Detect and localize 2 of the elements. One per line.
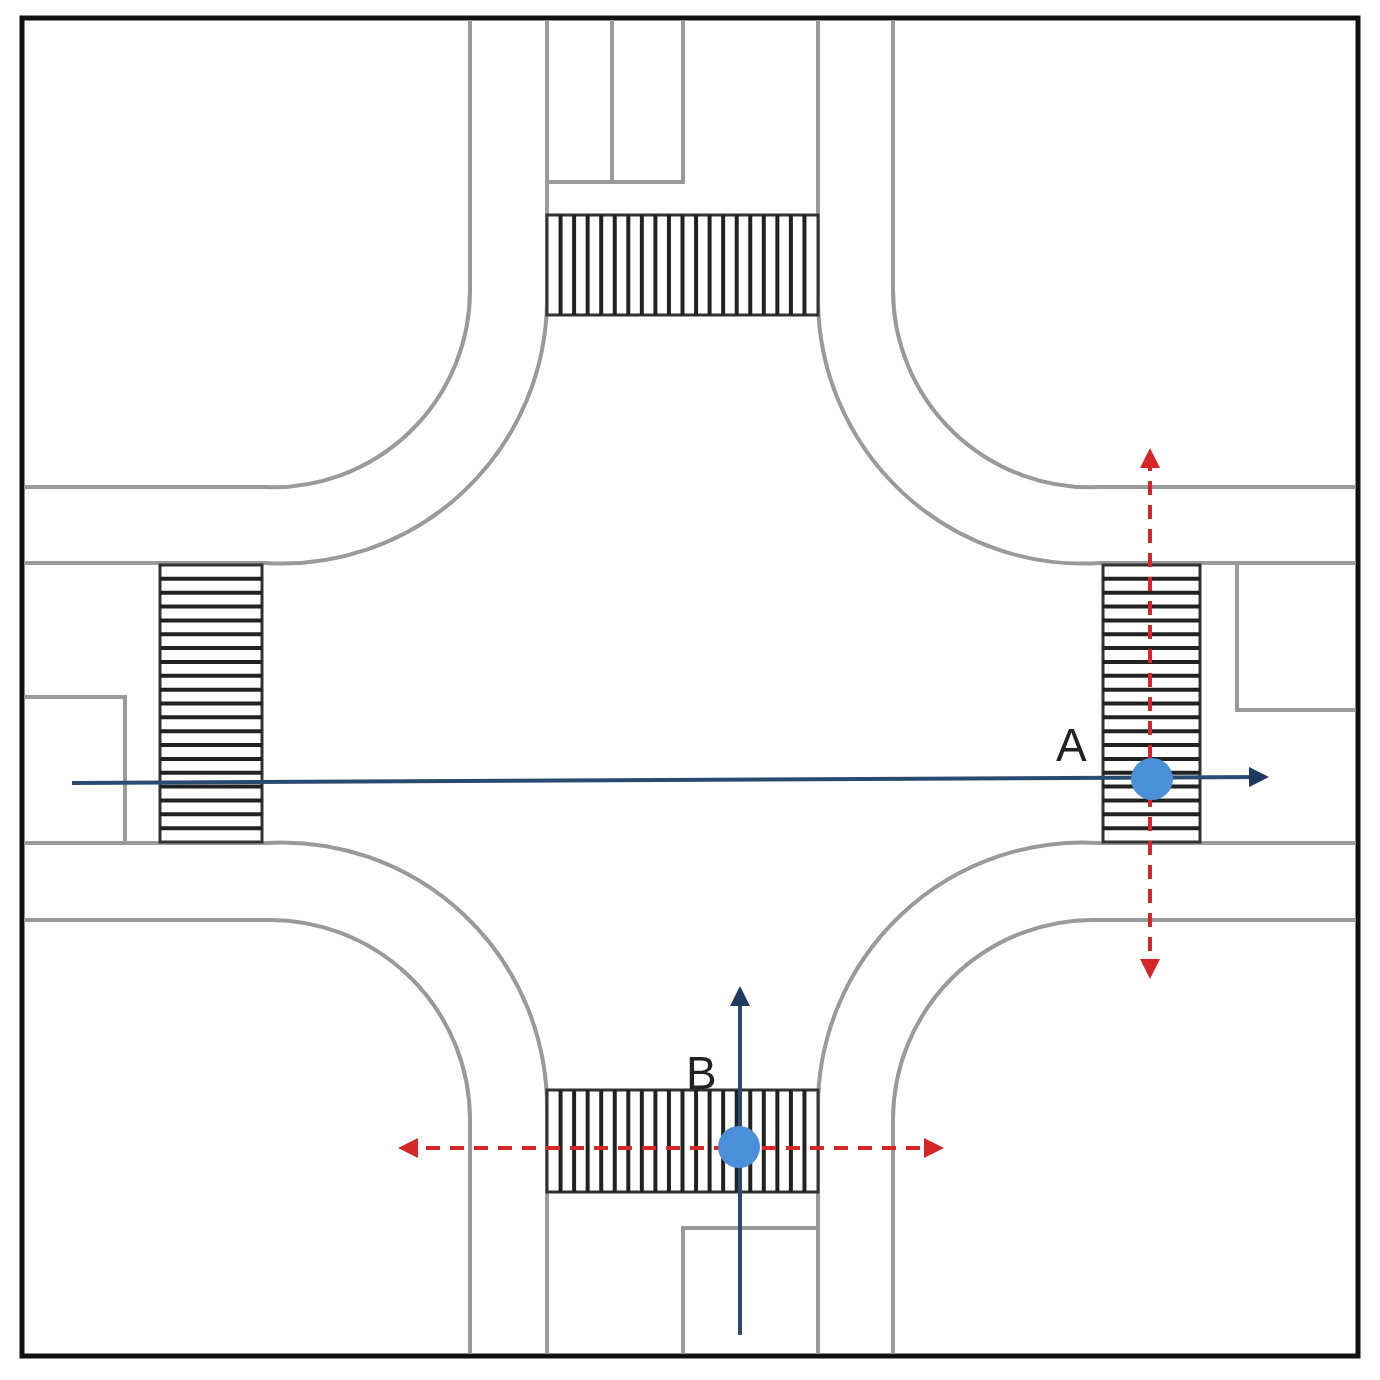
point-label: B <box>686 1050 717 1096</box>
point-label: A <box>1056 722 1087 768</box>
